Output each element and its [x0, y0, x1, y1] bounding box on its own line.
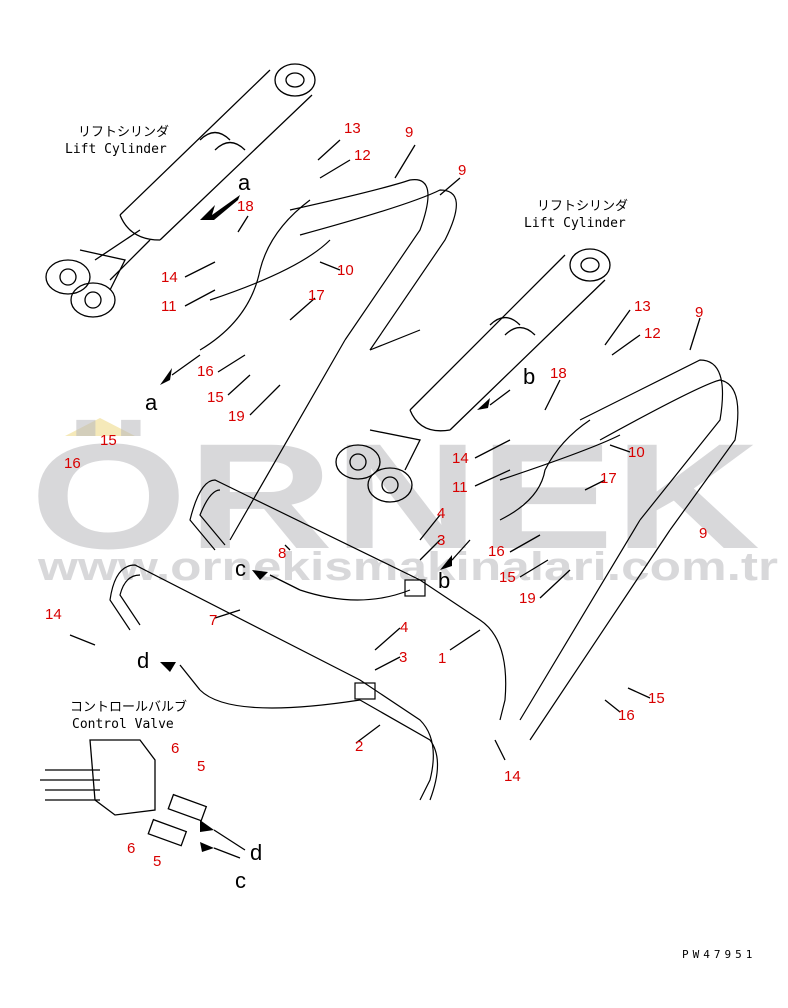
callout: 18 — [550, 365, 567, 382]
callout: 13 — [344, 120, 361, 137]
view-letters: a a b b c d d c — [137, 170, 535, 893]
callout: 16 — [618, 707, 635, 724]
arrow-b — [440, 555, 452, 570]
callout: 6 — [171, 740, 179, 757]
callout: 5 — [153, 853, 161, 870]
callout: 7 — [209, 612, 217, 629]
arrow-a-top — [200, 195, 240, 220]
callout: 6 — [127, 840, 135, 857]
callout: 14 — [504, 768, 521, 785]
control-valve-en: Control Valve — [72, 717, 174, 732]
view-letter: c — [235, 556, 246, 581]
right-lift-cylinder — [335, 248, 611, 503]
view-letter: a — [238, 170, 251, 195]
callout: 14 — [161, 269, 178, 286]
callouts: 13 12 9 9 18 14 11 10 17 16 15 19 13 12 … — [45, 120, 707, 870]
callout: 14 — [452, 450, 469, 467]
left-lift-cylinder — [45, 63, 316, 318]
callout: 19 — [519, 590, 536, 607]
callout: 12 — [354, 147, 371, 164]
callout: 3 — [437, 532, 445, 549]
control-valve-jp: コントロールバルブ — [70, 699, 187, 715]
arrow-c-valve — [200, 842, 214, 852]
watermark-accent — [65, 418, 135, 436]
tubes — [109, 479, 507, 801]
view-letter: b — [438, 568, 450, 593]
callout: 9 — [699, 525, 707, 542]
callout: 16 — [488, 543, 505, 560]
callout: 9 — [405, 124, 413, 141]
callout: 4 — [437, 505, 445, 522]
callout: 14 — [45, 606, 62, 623]
watermark: ÖRNEK www.ornekismakinalari.com.tr — [30, 412, 778, 589]
callout: 15 — [207, 389, 224, 406]
callout: 16 — [197, 363, 214, 380]
leader-lines — [69, 139, 701, 859]
arrow-d — [160, 662, 176, 672]
view-letter: b — [523, 364, 535, 389]
callout: 15 — [100, 432, 117, 449]
callout: 11 — [452, 479, 468, 496]
callout: 3 — [399, 649, 407, 666]
callout: 5 — [197, 758, 205, 775]
callout: 1 — [438, 650, 446, 667]
callout: 15 — [648, 690, 665, 707]
callout: 16 — [64, 455, 81, 472]
view-letter: c — [235, 868, 246, 893]
drawing-code: PW47951 — [682, 948, 756, 961]
watermark-logo: ÖRNEK — [30, 412, 760, 580]
arrow-b-top — [477, 398, 490, 410]
callout: 11 — [161, 298, 177, 315]
arrows — [160, 195, 490, 852]
lift-cylinder-right-jp: リフトシリンダ — [537, 199, 628, 214]
view-letter: d — [137, 648, 149, 673]
callout: 15 — [499, 569, 516, 586]
callout: 10 — [337, 262, 354, 279]
arrow-c — [252, 570, 268, 580]
callout: 17 — [600, 470, 617, 487]
callout: 17 — [308, 287, 325, 304]
arrow-a — [160, 368, 172, 385]
callout: 13 — [634, 298, 651, 315]
callout: 9 — [695, 304, 703, 321]
lift-cylinder-right-en: Lift Cylinder — [524, 216, 626, 231]
hoses — [199, 179, 739, 741]
arrow-d-valve — [200, 820, 214, 832]
callout: 9 — [458, 162, 466, 179]
callout: 8 — [278, 545, 286, 562]
lift-cylinder-left-en: Lift Cylinder — [65, 142, 167, 157]
view-letter: d — [250, 840, 262, 865]
callout: 19 — [228, 408, 245, 425]
watermark-url: www.ornekismakinalari.com.tr — [37, 545, 778, 589]
callout: 18 — [237, 198, 254, 215]
callout: 10 — [628, 444, 645, 461]
view-letter: a — [145, 390, 158, 415]
callout: 12 — [644, 325, 661, 342]
lift-cylinder-left-jp: リフトシリンダ — [78, 125, 169, 140]
control-valve — [40, 739, 208, 847]
callout: 4 — [400, 619, 408, 636]
callout: 2 — [355, 738, 363, 755]
